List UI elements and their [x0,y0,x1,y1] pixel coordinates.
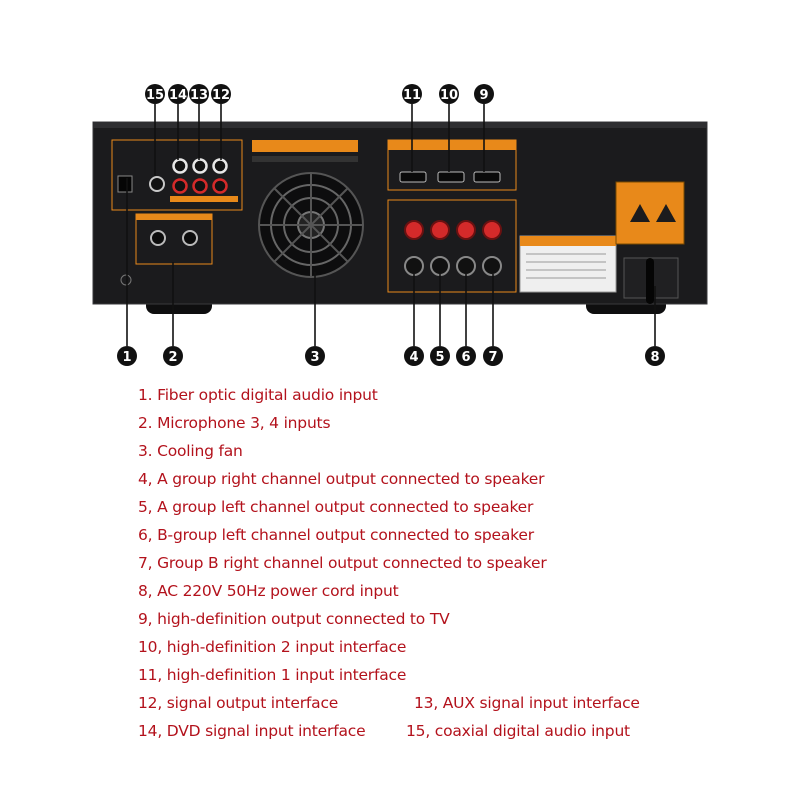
svg-text:11: 11 [403,88,421,103]
hdmi-output-port [473,171,501,183]
callout-2: 2 [163,346,183,366]
warning-triangle-icon [630,204,650,222]
legend-item-3: 3. Cooling fan [138,442,243,460]
svg-text:15: 15 [146,88,164,103]
callout-3: 3 [305,346,325,366]
rca-jack-row-red [172,178,228,194]
hdmi-panel-header [388,140,516,150]
callout-leader-lines [126,104,656,346]
legend-item-9: 9, high-definition output connected to T… [138,610,450,628]
svg-text:13: 13 [190,88,208,103]
callout-9: 9 [474,84,494,104]
spec-label-lines [526,253,606,279]
svg-text:3: 3 [310,350,319,365]
speaker-terminals-red [404,220,502,240]
legend-item-8: 8, AC 220V 50Hz power cord input [138,582,399,600]
legend-item-13: 13, AUX signal input interface [414,694,640,712]
amplifier-rear-panel-diagram: 1 2 3 4 5 6 7 8 9 10 11 12 13 14 15 [92,84,708,366]
svg-text:2: 2 [168,350,177,365]
mic3-jack [150,230,166,246]
svg-text:14: 14 [169,88,187,103]
cooling-fan [258,172,364,278]
legend-item-4: 4, A group right channel output connecte… [138,470,545,488]
legend-item-10: 10, high-definition 2 input interface [138,638,407,656]
legend-item-12: 12, signal output interface [138,694,339,712]
spec-label-title-bar [520,236,616,246]
callout-10: 10 [439,84,459,104]
callout-7: 7 [483,346,503,366]
legend-item-6: 6, B-group left channel output connected… [138,526,534,544]
rca-jack-row-white [172,158,228,174]
fan-header [252,140,358,152]
rca-label-strip [170,196,238,202]
warning-triangle-icon-2 [656,204,676,222]
callout-8: 8 [645,346,665,366]
svg-text:6: 6 [461,350,470,365]
callout-11: 11 [402,84,422,104]
callout-6: 6 [456,346,476,366]
legend-item-7: 7, Group B right channel output connecte… [138,554,547,572]
legend-item-2: 2. Microphone 3, 4 inputs [138,414,331,432]
svg-text:4: 4 [409,350,418,365]
coaxial-input-port [149,176,165,192]
chassis-top-edge [93,122,707,128]
svg-text:12: 12 [212,88,230,103]
optical-input-port [117,175,133,193]
callout-4: 4 [404,346,424,366]
cc-mark [120,274,132,286]
speaker-terminal-panel [387,199,517,293]
svg-text:10: 10 [440,88,458,103]
legend-item-14: 14, DVD signal input interface [138,722,366,740]
svg-text:1: 1 [122,350,131,365]
mic4-jack [182,230,198,246]
legend-item-1: 1. Fiber optic digital audio input [138,386,378,404]
svg-text:8: 8 [650,350,659,365]
callout-15: 15 [145,84,165,104]
mic-panel-header [136,214,212,220]
hdmi2-input-port [437,171,465,183]
svg-text:9: 9 [479,88,488,103]
warning-label [615,181,685,245]
callout-5: 5 [430,346,450,366]
callout-14: 14 [168,84,188,104]
callout-12: 12 [211,84,231,104]
legend-item-11: 11, high-definition 1 input interface [138,666,407,684]
svg-text:5: 5 [435,350,444,365]
svg-text:7: 7 [488,350,497,365]
hdmi1-input-port [399,171,427,183]
callout-1: 1 [117,346,137,366]
left-input-panel [111,139,243,211]
fan-label-strip [252,156,358,162]
callout-13: 13 [189,84,209,104]
legend-item-5: 5, A group left channel output connected… [138,498,534,516]
legend-item-15: 15, coaxial digital audio input [406,722,630,740]
